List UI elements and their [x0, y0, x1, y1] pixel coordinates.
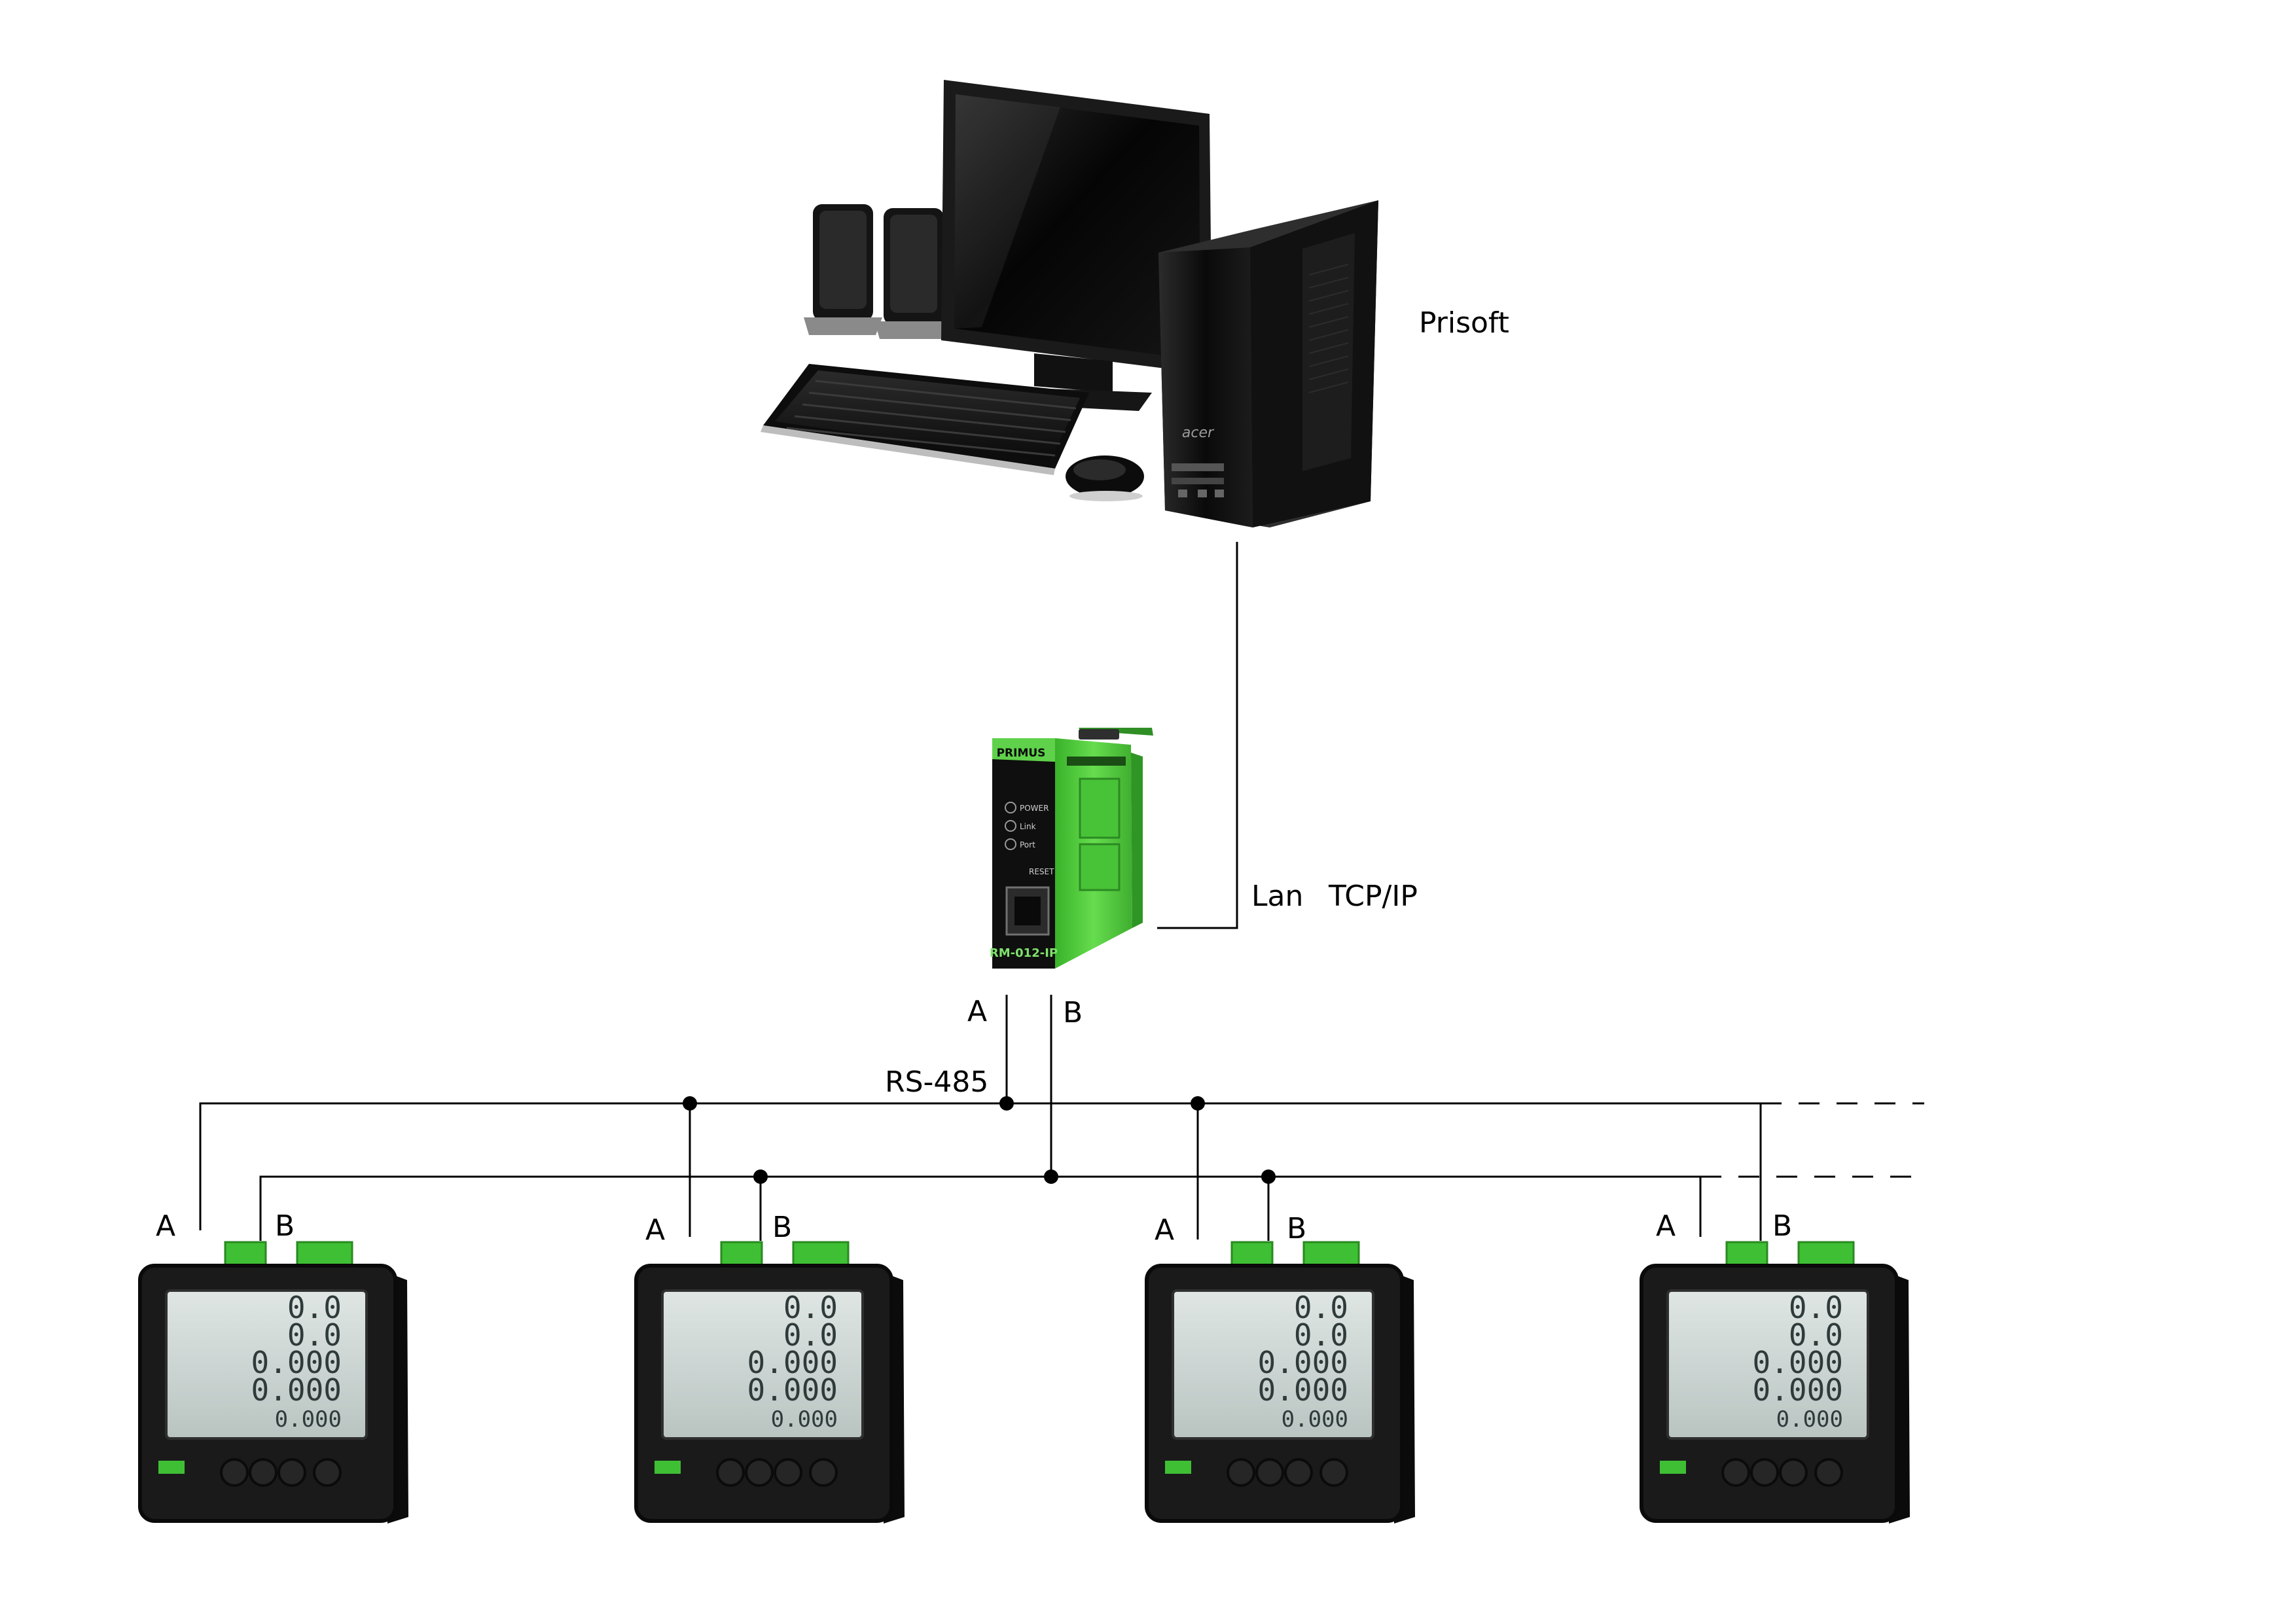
meter-reading: 0.000 — [1258, 1372, 1348, 1408]
meter-button[interactable] — [1779, 1458, 1808, 1487]
meter-terminal-b: B — [275, 1209, 295, 1243]
meter-reading: 0.000 — [1282, 1406, 1348, 1433]
reset-label: RESET — [1029, 867, 1054, 876]
lan-link: Lan TCP/IP — [1157, 542, 1418, 929]
meter-button[interactable] — [1319, 1458, 1348, 1487]
meter-reading: 0.000 — [771, 1406, 838, 1433]
led-power: POWER — [1005, 802, 1049, 813]
meter-terminal-a: A — [1656, 1209, 1676, 1243]
junction-node — [683, 1096, 697, 1111]
meter-terminal-a: A — [156, 1209, 175, 1243]
meter-button[interactable] — [774, 1458, 802, 1487]
meter-reading: 0.0 — [783, 1290, 838, 1325]
mouse — [1066, 455, 1144, 501]
meter-reading: 0.0 — [1789, 1317, 1843, 1353]
meter-terminal-a: A — [1155, 1213, 1174, 1247]
meter-button[interactable] — [278, 1458, 306, 1487]
meter-terminal-b: B — [1287, 1212, 1306, 1245]
gateway-terminal-b: B — [1063, 996, 1083, 1029]
meter-reading: 0.000 — [1753, 1372, 1843, 1408]
meter-button[interactable] — [220, 1458, 249, 1487]
protocol-label: TCP/IP — [1328, 880, 1418, 913]
bus-label: RS-485 — [885, 1065, 988, 1099]
bus-line-b — [259, 1175, 1702, 1241]
svg-text:POWER: POWER — [1020, 804, 1049, 813]
computer-label: Prisoft — [1419, 306, 1509, 340]
junction-node — [999, 1096, 1014, 1111]
lan-label: Lan — [1251, 880, 1303, 913]
gateway-brand: PRIMUS — [997, 747, 1046, 760]
pc-tower: acer — [1158, 200, 1378, 527]
meter-terminal-b: B — [772, 1211, 792, 1244]
meter-reading: 0.0 — [783, 1317, 838, 1353]
computer: acer Prisoft — [761, 80, 1509, 527]
meter-button[interactable] — [1750, 1458, 1779, 1487]
meter-reading: 0.000 — [1776, 1406, 1843, 1433]
meter-reading: 0.000 — [747, 1345, 838, 1380]
junction-node — [1261, 1169, 1276, 1184]
meter-reading: 0.000 — [275, 1406, 342, 1433]
meter-reading: 0.0 — [287, 1290, 342, 1325]
gateway-device: PRIMUS POWER Link Port RESET RM-012-IP — [990, 728, 1153, 969]
meter-reading: 0.000 — [747, 1372, 838, 1408]
meter-reading: 0.0 — [1789, 1290, 1843, 1325]
meter-button[interactable] — [1255, 1458, 1284, 1487]
meter-reading: 0.000 — [1753, 1345, 1843, 1380]
meter-button[interactable] — [745, 1458, 774, 1487]
meter-reading: 0.000 — [251, 1372, 342, 1408]
meter-button[interactable] — [1814, 1458, 1843, 1487]
meter-reading: 0.000 — [251, 1345, 342, 1380]
meter-reading: 0.000 — [1258, 1345, 1348, 1380]
meter-reading: 0.0 — [1294, 1317, 1348, 1353]
speaker-left — [804, 204, 882, 335]
svg-text:Link: Link — [1020, 822, 1036, 831]
led-link: Link — [1005, 820, 1036, 832]
keyboard — [761, 364, 1089, 475]
meter-button[interactable] — [249, 1458, 278, 1487]
junction-node — [1191, 1096, 1205, 1111]
meter-button[interactable] — [809, 1458, 838, 1487]
meter-button[interactable] — [716, 1458, 745, 1487]
meter-reading: 0.0 — [287, 1317, 342, 1353]
junction-node — [753, 1169, 768, 1184]
meter-button[interactable] — [1721, 1458, 1750, 1487]
computer-brand: acer — [1182, 425, 1215, 441]
gateway-terminal-a: A — [967, 995, 987, 1028]
meter-terminal-a: A — [645, 1213, 665, 1247]
junction-node — [1044, 1169, 1058, 1184]
svg-text:Port: Port — [1020, 840, 1035, 849]
meter-reading: 0.0 — [1294, 1290, 1348, 1325]
speaker-right — [874, 208, 953, 339]
gateway-rs485-leads: A B RS-485 — [885, 995, 1083, 1177]
rs485-bus — [199, 1096, 1924, 1241]
bus-line-a — [199, 1102, 1762, 1241]
meter-button[interactable] — [313, 1458, 342, 1487]
gateway-model: RM-012-IP — [990, 946, 1058, 960]
meter-terminal-b: B — [1772, 1209, 1792, 1243]
led-port: Port — [1005, 838, 1035, 850]
meter-button[interactable] — [1284, 1458, 1313, 1487]
meter-button[interactable] — [1227, 1458, 1255, 1487]
